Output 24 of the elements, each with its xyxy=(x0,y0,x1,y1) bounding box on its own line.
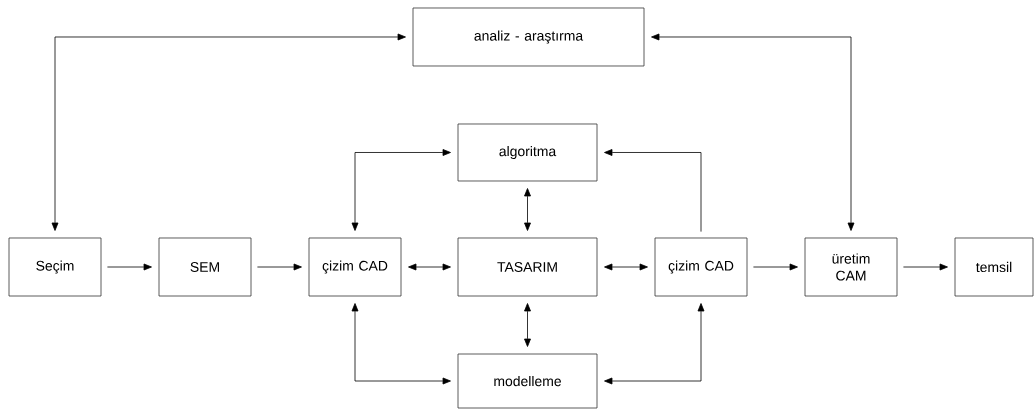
process-box: çizim CAD xyxy=(308,237,402,297)
arrow xyxy=(604,263,648,271)
arrow xyxy=(903,263,948,271)
arrow xyxy=(107,263,152,271)
arrow xyxy=(51,33,406,231)
process-box: üretim CAM xyxy=(804,237,898,297)
process-box: analiz - araştırma xyxy=(412,7,645,67)
process-box: algoritma xyxy=(457,123,598,182)
process-box: çizim CAD xyxy=(654,237,748,297)
arrow xyxy=(524,303,531,347)
arrow xyxy=(257,263,302,271)
arrow xyxy=(604,149,702,232)
arrow xyxy=(351,303,451,385)
process-box: modelleme xyxy=(457,353,598,409)
process-box: Seçim xyxy=(8,237,102,297)
process-box: TASARIM xyxy=(457,237,598,297)
arrow xyxy=(604,303,705,385)
arrow xyxy=(351,149,451,231)
arrow xyxy=(524,188,531,231)
process-box: SEM xyxy=(158,237,252,297)
process-box: temsil xyxy=(954,237,1034,297)
arrow xyxy=(651,33,855,231)
arrow xyxy=(753,263,798,271)
arrow xyxy=(408,263,451,271)
